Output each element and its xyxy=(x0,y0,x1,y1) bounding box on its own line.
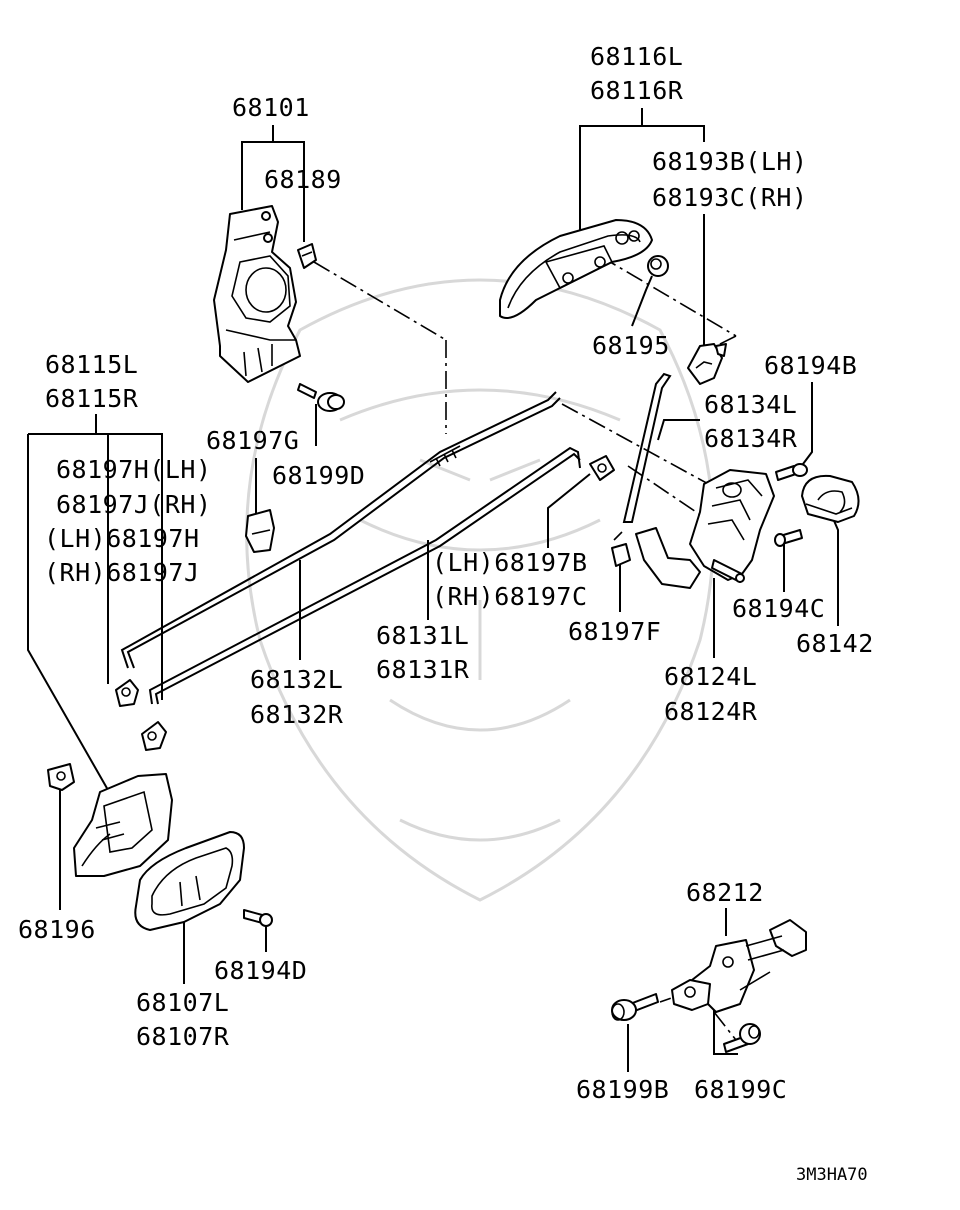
screw-68194B xyxy=(775,463,808,481)
label-68197C: (RH)68197C xyxy=(432,582,588,611)
bushing-68195 xyxy=(647,255,669,277)
label-68193C: 68193C(RH) xyxy=(652,183,808,212)
label-68124L: 68124L xyxy=(664,662,757,691)
label-68101: 68101 xyxy=(232,93,310,122)
clip-68196 xyxy=(47,763,75,791)
label-68142: 68142 xyxy=(796,629,874,658)
label-68195: 68195 xyxy=(592,331,670,360)
label-68197H-lh: 68197H(LH) xyxy=(56,455,212,484)
bezel-68107 xyxy=(134,831,245,931)
label-68194C: 68194C xyxy=(732,594,825,623)
clip-68193 xyxy=(687,343,727,385)
door-check-68212 xyxy=(671,919,807,1013)
clip-68197F xyxy=(611,531,631,567)
door-lock-68124 xyxy=(635,469,775,589)
label-68107L: 68107L xyxy=(136,988,229,1017)
striker-68142 xyxy=(801,474,860,523)
rod-68134 xyxy=(622,372,672,523)
label-68116R: 68116R xyxy=(590,76,684,105)
label-68131R: 68131R xyxy=(376,655,470,684)
clip-68197G xyxy=(245,509,275,553)
bolt-68199B xyxy=(611,993,659,1021)
label-68197J-rh: 68197J(RH) xyxy=(56,490,212,519)
label-68197B: (LH)68197B xyxy=(432,548,588,577)
diagram-code: 3M3HA70 xyxy=(796,1165,868,1185)
label-68189: 68189 xyxy=(264,165,342,194)
label-68115R: 68115R xyxy=(45,384,139,413)
label-68194B: 68194B xyxy=(764,351,857,380)
outer-handle-68116 xyxy=(499,219,653,319)
label-68132L: 68132L xyxy=(250,665,343,694)
label-68199B: 68199B xyxy=(576,1075,669,1104)
label-68199D: 68199D xyxy=(272,461,365,490)
inner-handle-68115 xyxy=(73,773,173,877)
watermark-emblem xyxy=(245,278,715,902)
label-68116L: 68116L xyxy=(590,42,683,71)
leader-lines xyxy=(27,108,839,1072)
label-68194D: 68194D xyxy=(214,956,307,985)
clip-68197B xyxy=(589,455,615,481)
label-68134R: 68134R xyxy=(704,424,798,453)
label-68196: 68196 xyxy=(18,915,96,944)
label-68193B: 68193B(LH) xyxy=(652,147,808,176)
lock-actuator-68101 xyxy=(213,205,301,383)
screw-68194D xyxy=(243,909,273,927)
screw-68194C xyxy=(774,529,803,547)
label-68197J-b: (RH)68197J xyxy=(44,558,200,587)
label-68132R: 68132R xyxy=(250,700,344,729)
rod-68132 xyxy=(120,391,561,669)
label-68212: 68212 xyxy=(686,878,764,907)
label-68199C: 68199C xyxy=(694,1075,787,1104)
label-68107R: 68107R xyxy=(136,1022,230,1051)
screw-68199D xyxy=(297,383,345,412)
rod-68131 xyxy=(148,446,581,705)
bolt-68199C xyxy=(723,1023,761,1053)
label-68197F: 68197F xyxy=(568,617,661,646)
label-68131L: 68131L xyxy=(376,621,469,650)
clip-68189 xyxy=(297,243,317,269)
label-68197G: 68197G xyxy=(206,426,299,455)
label-68115L: 68115L xyxy=(45,350,138,379)
label-68197H-b: (LH)68197H xyxy=(44,524,200,553)
label-68134L: 68134L xyxy=(704,390,797,419)
label-68124R: 68124R xyxy=(664,697,758,726)
clip-68197H xyxy=(115,679,139,707)
clip-68197J xyxy=(141,721,167,751)
